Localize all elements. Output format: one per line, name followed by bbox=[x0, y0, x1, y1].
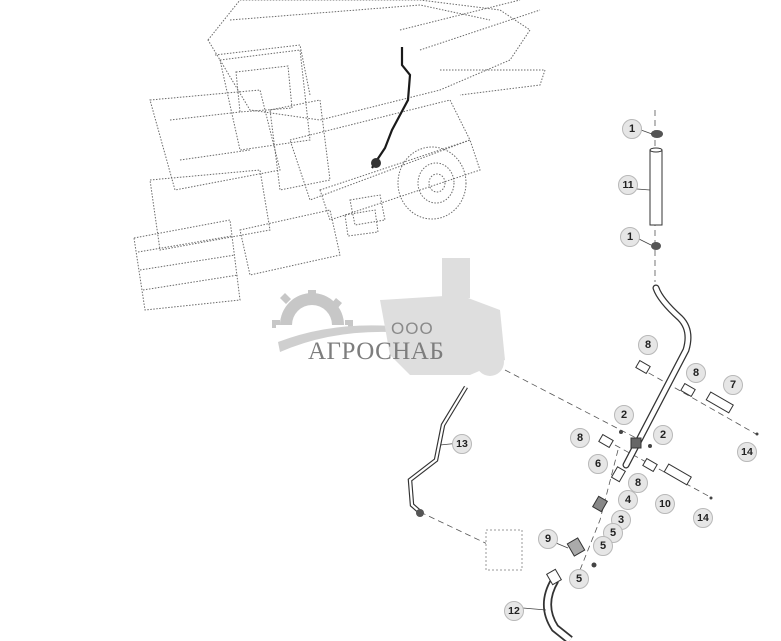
callout-14-b: 14 bbox=[693, 508, 713, 528]
callout-11: 11 bbox=[618, 175, 638, 195]
callout-7: 7 bbox=[723, 375, 743, 395]
watermark-logo bbox=[272, 258, 505, 376]
callout-2-a: 2 bbox=[614, 405, 634, 425]
part-11-pipe bbox=[649, 147, 663, 226]
callout-8-d: 8 bbox=[628, 473, 648, 493]
callout-8-b: 8 bbox=[686, 363, 706, 383]
fittings bbox=[485, 359, 734, 586]
watermark-prefix: ООО bbox=[391, 319, 434, 338]
highlighted-line-on-machine bbox=[371, 47, 412, 169]
small-washers bbox=[591, 430, 759, 568]
callout-4: 4 bbox=[618, 490, 638, 510]
part-1-clamp-bottom bbox=[651, 242, 661, 250]
callout-5-b: 5 bbox=[593, 536, 613, 556]
callout-2-b: 2 bbox=[653, 425, 673, 445]
watermark-company-name: АГРОСНАБ bbox=[308, 338, 445, 365]
callout-1-top: 1 bbox=[622, 119, 642, 139]
callout-13: 13 bbox=[452, 434, 472, 454]
callout-10: 10 bbox=[655, 494, 675, 514]
combine-harvester-outline bbox=[133, 0, 546, 311]
callout-8-a: 8 bbox=[638, 335, 658, 355]
callout-5-c: 5 bbox=[569, 569, 589, 589]
callout-6: 6 bbox=[588, 454, 608, 474]
part-1-clamp-top bbox=[651, 130, 663, 138]
callout-12: 12 bbox=[504, 601, 524, 621]
callout-9: 9 bbox=[538, 529, 558, 549]
callout-1-bottom: 1 bbox=[620, 227, 640, 247]
callout-8-c: 8 bbox=[570, 428, 590, 448]
callout-14-a: 14 bbox=[737, 442, 757, 462]
